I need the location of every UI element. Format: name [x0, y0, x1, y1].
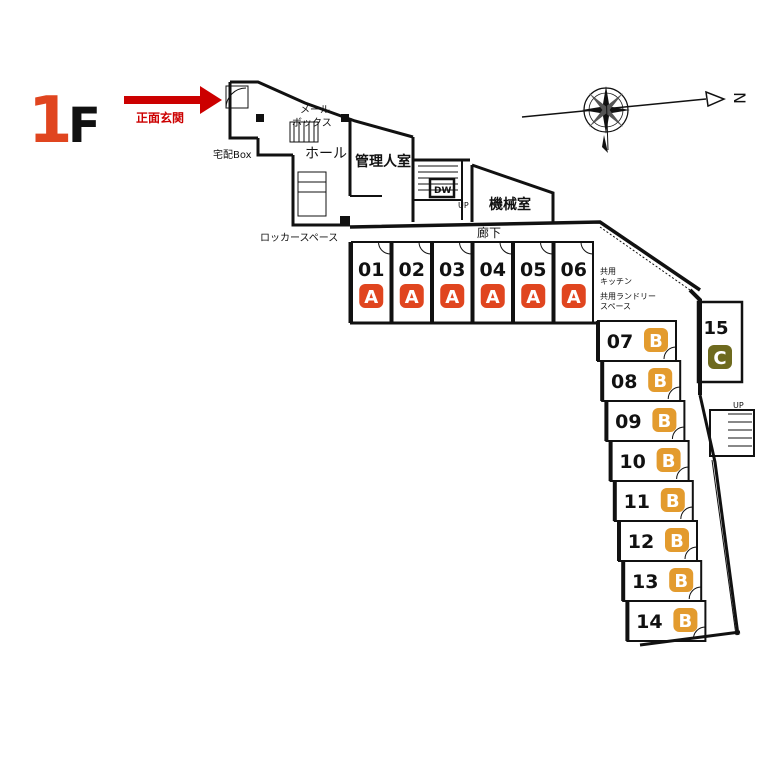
room-04: 04A: [472, 241, 513, 324]
up-label-2: UP: [733, 401, 744, 410]
right-wing-walls: [639, 288, 755, 647]
up-label-1: UP: [458, 201, 469, 210]
room-type-label: A: [405, 287, 419, 308]
room-02: 02A: [391, 241, 432, 324]
door-icon: [459, 241, 472, 255]
room-type-label: B: [649, 331, 663, 352]
door-icon: [499, 241, 513, 255]
door-icon: [680, 506, 693, 520]
front-building-walls: [225, 80, 701, 292]
door-icon: [676, 466, 689, 480]
door-icon: [378, 241, 391, 255]
locker-space-label: ロッカースペース: [260, 232, 338, 244]
room-03: 03A: [432, 241, 473, 324]
room-12: 12 B: [617, 520, 698, 562]
room-07: 07 B: [596, 320, 677, 362]
door-icon: [540, 241, 553, 255]
room-number: 15: [703, 318, 728, 339]
room-08: 08 B: [600, 360, 682, 402]
room-14: 14 B: [625, 600, 707, 642]
room-type-badge: B: [669, 568, 694, 592]
room-01: 01A: [351, 241, 392, 324]
door-icon: [671, 426, 685, 440]
door-icon: [418, 241, 432, 255]
room-11: 11 B: [612, 480, 694, 522]
machine-room-label: 機械室: [489, 196, 531, 213]
shared-kitchen-label: 共用キッチン: [600, 267, 632, 286]
hall-label: ホール: [305, 146, 347, 162]
mail-box-label: メールボックス: [292, 105, 332, 129]
room-type-badge: A: [521, 284, 546, 308]
floor-letter: F: [68, 98, 101, 154]
room-number: 08: [611, 371, 637, 393]
room-type-label: A: [567, 287, 581, 308]
room-number: 06: [561, 259, 587, 281]
room-type-label: A: [445, 287, 459, 308]
room-type-badge: B: [644, 328, 668, 352]
manager-room-label: 管理人室: [355, 153, 411, 170]
room-number: 07: [607, 331, 633, 353]
room-type-label: B: [662, 451, 676, 472]
room-type-badge: B: [652, 408, 677, 432]
door-icon: [667, 386, 681, 400]
room-15: 15C: [703, 318, 732, 369]
room-10: 10 B: [608, 440, 690, 482]
room-type-label: B: [674, 571, 688, 592]
room-type-badge: B: [660, 488, 685, 512]
door-icon: [663, 346, 677, 360]
room-type-badge: B: [656, 448, 681, 472]
room-type-label: A: [364, 287, 378, 308]
room-number: 09: [615, 411, 641, 433]
compass-icon: [521, 86, 726, 153]
room-06: 06A: [553, 241, 594, 324]
room-13: 13 B: [621, 560, 703, 602]
room-type-badge: A: [359, 284, 384, 308]
floor-number: 1: [28, 84, 73, 158]
room-type-badge: C: [708, 345, 732, 369]
room-number: 14: [636, 611, 662, 633]
room-number: 04: [480, 259, 506, 281]
room-type-badge: A: [440, 284, 465, 308]
room-type-label: B: [653, 371, 667, 392]
room-type-badge: B: [665, 528, 689, 552]
room-number: 02: [399, 259, 425, 281]
room-type-badge: A: [399, 284, 424, 308]
room-number: 12: [628, 531, 654, 553]
entrance-arrow-icon: [124, 86, 222, 114]
room-type-label: A: [526, 287, 540, 308]
door-icon: [684, 546, 698, 560]
room-type-label: B: [666, 491, 680, 512]
room-05: 05A: [513, 241, 554, 324]
compass-north-label: N: [730, 92, 749, 104]
room-type-badge: A: [561, 284, 586, 308]
dw-label: DW: [434, 186, 451, 196]
corridor-label: 廊下: [477, 225, 501, 240]
room-number: 10: [619, 451, 645, 473]
shared-laundry-label: 共用ランドリースペース: [600, 292, 656, 311]
takuhai-box-label: 宅配Box: [213, 148, 252, 161]
room-type-badge: B: [673, 608, 698, 632]
entrance-label: 正面玄関: [136, 110, 184, 125]
room-number: 03: [439, 259, 465, 281]
room-type-label: C: [713, 348, 726, 369]
room-type-badge: B: [648, 368, 673, 392]
room-number: 11: [624, 491, 650, 513]
room-type-badge: A: [480, 284, 505, 308]
room-number: 01: [358, 259, 384, 281]
door-icon: [688, 586, 702, 600]
room-type-label: B: [679, 611, 693, 632]
room-type-label: B: [670, 531, 684, 552]
room-number: 13: [632, 571, 658, 593]
door-icon: [580, 241, 594, 255]
room-type-label: B: [658, 411, 672, 432]
room-09: 09 B: [604, 400, 686, 442]
room-number: 05: [520, 259, 546, 281]
room-type-label: A: [486, 287, 500, 308]
